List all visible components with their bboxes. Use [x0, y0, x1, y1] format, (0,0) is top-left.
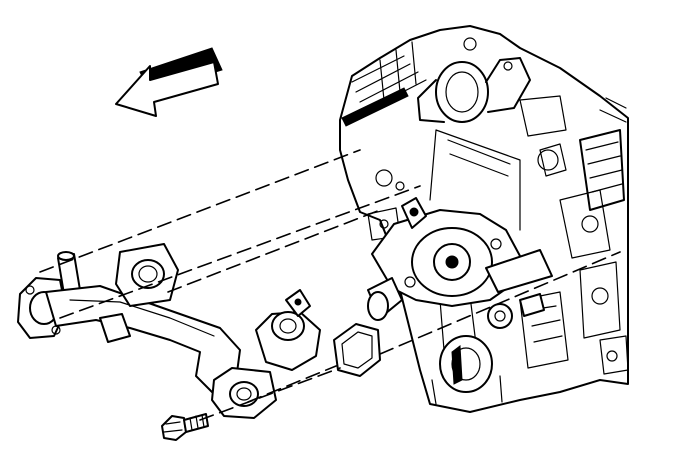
- engine-block: [339, 25, 629, 413]
- alignment-lines: [39, 149, 621, 421]
- coolant-pipe-assembly: [17, 243, 321, 419]
- bolt-icon: [161, 413, 209, 441]
- direction-arrow-icon: [115, 47, 223, 117]
- water-pump: [367, 197, 553, 329]
- gasket: [333, 323, 381, 377]
